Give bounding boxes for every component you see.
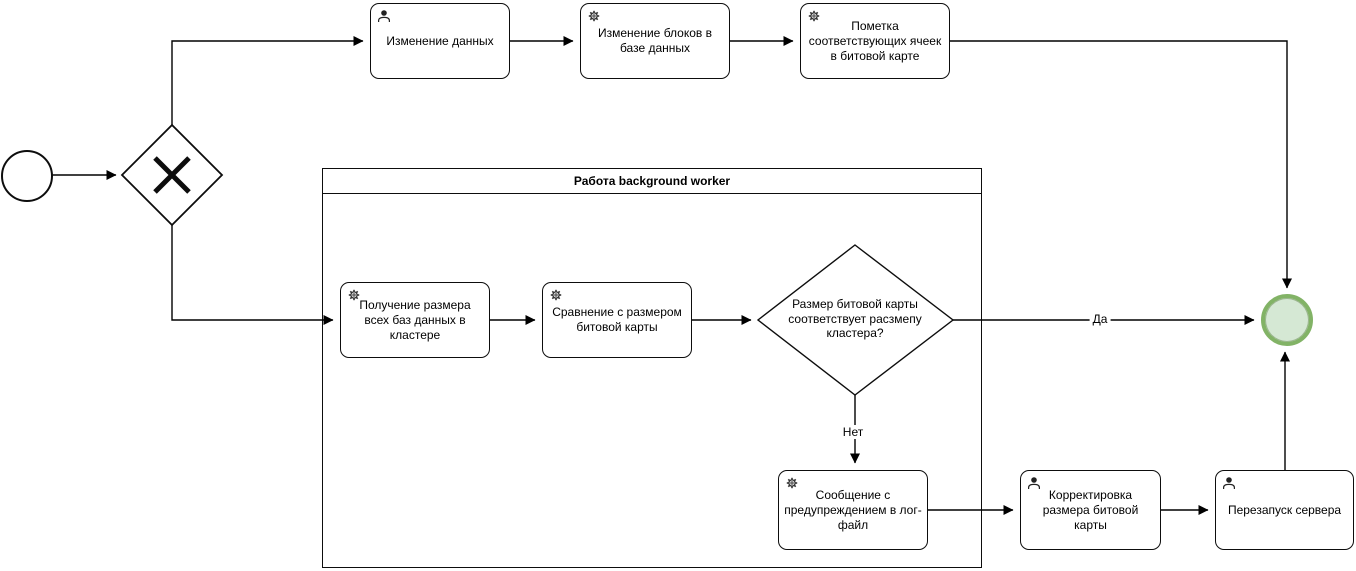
decision-label: Размер битовой карты соответствует расзм… — [788, 297, 922, 341]
task-label: Изменение блоков в базе данных — [598, 26, 712, 55]
edge-gateway-to-change-data — [171, 36, 364, 125]
gear-icon — [786, 477, 798, 489]
task-label: Пометка соответствующих ячеек в битовой … — [808, 18, 942, 63]
task-change-blocks: Изменение блоков в базе данных — [580, 3, 730, 79]
edge-label-no: Нет — [839, 425, 867, 439]
edge-mark-cells-to-end — [950, 40, 1292, 289]
edge-gateway-to-get-sizes — [171, 225, 334, 325]
task-label: Сравнение с размером битовой карты — [552, 305, 682, 334]
gear-icon — [588, 10, 600, 22]
task-label: Получение размера всех баз данных в клас… — [359, 297, 471, 342]
task-change-data: Изменение данных — [370, 3, 510, 79]
person-icon — [1223, 477, 1235, 489]
gear-icon — [808, 10, 820, 22]
edge-label-yes: Да — [1089, 312, 1111, 326]
gear-icon — [550, 289, 562, 301]
task-label: Корректировка размера битовой карты — [1042, 487, 1139, 532]
task-mark-cells: Пометка соответствующих ячеек в битовой … — [800, 3, 950, 79]
start-event — [1, 150, 53, 202]
subprocess-background-worker: Работа background worker — [322, 168, 982, 568]
task-label: Перезапуск сервера — [1227, 502, 1342, 517]
gear-icon — [348, 289, 360, 301]
end-event — [1261, 294, 1313, 346]
person-icon — [378, 10, 390, 22]
task-adjust-bitmap: Корректировка размера битовой карты — [1020, 470, 1161, 550]
gateway-x-icon — [153, 156, 191, 194]
task-label: Сообщение с предупреждением в лог-файл — [784, 487, 922, 532]
subprocess-title: Работа background worker — [323, 169, 981, 194]
task-log-warning: Сообщение с предупреждением в лог-файл — [778, 470, 928, 550]
task-label: Изменение данных — [386, 33, 494, 48]
task-restart-server: Перезапуск сервера — [1215, 470, 1354, 550]
task-compare: Сравнение с размером битовой карты — [542, 282, 692, 358]
task-get-sizes: Получение размера всех баз данных в клас… — [340, 282, 490, 358]
person-icon — [1028, 477, 1040, 489]
